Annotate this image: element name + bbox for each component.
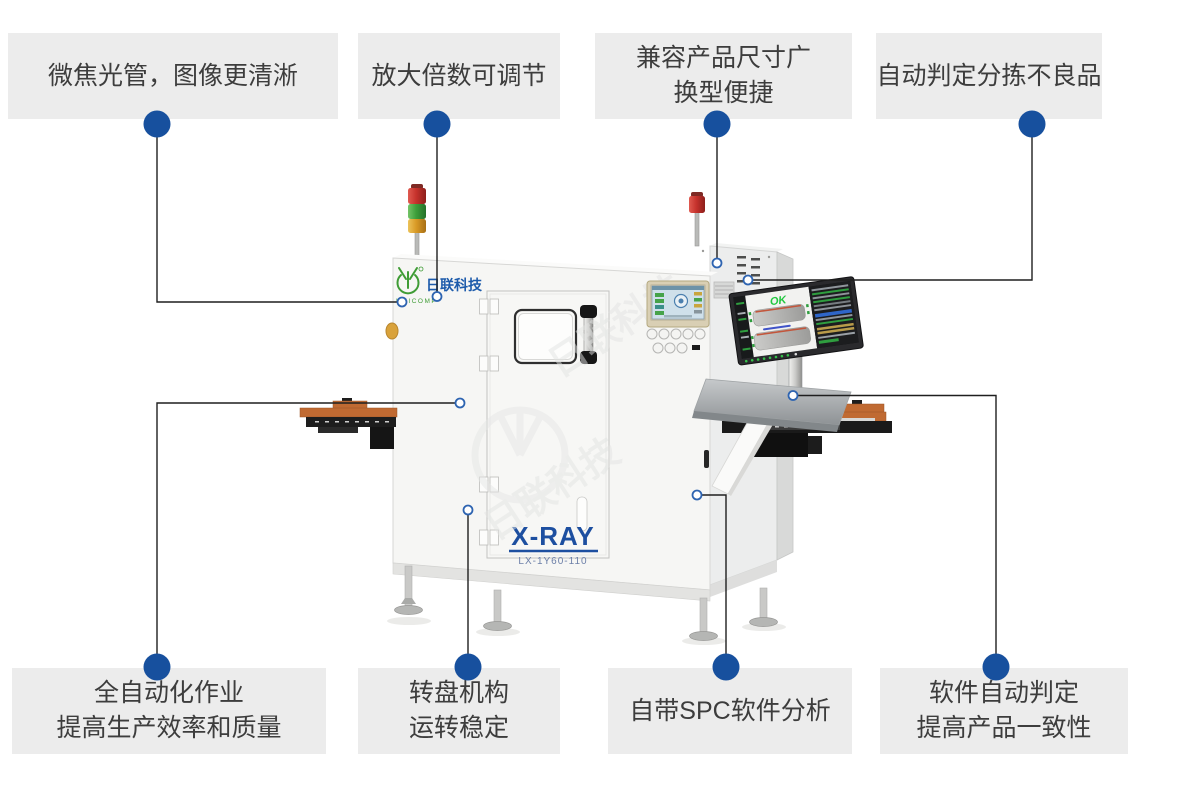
signal-light-red — [408, 188, 426, 204]
signal-light-green — [408, 204, 426, 219]
connector-dot-icon — [423, 110, 451, 138]
connector-ring-icon — [396, 296, 408, 308]
connector-line — [798, 394, 997, 667]
callout-top-1: 微焦光管，图像更清淅 — [8, 33, 338, 119]
screen-left-ticks — [736, 301, 751, 351]
signal-tower-left-icon — [408, 184, 426, 260]
unicomp-logo-icon — [396, 266, 424, 295]
callout-label: 运转稳定 — [408, 714, 509, 742]
connector-ring-icon — [711, 257, 723, 269]
xray-image-1 — [748, 303, 810, 327]
connector-dot-icon — [454, 653, 482, 681]
panel-toggle — [692, 345, 700, 350]
vent-grille-icon — [713, 281, 735, 299]
callout-bottom-2: 转盘机构 运转稳定 — [358, 668, 560, 754]
bezel-indicator-dots — [744, 352, 798, 363]
door-window — [513, 308, 578, 365]
vent-slots-icon — [737, 256, 760, 285]
connector-ring-icon — [431, 291, 443, 302]
connector-dot-icon — [143, 653, 171, 681]
brand-sub: UNICOMP — [396, 298, 437, 305]
connector-line — [156, 402, 455, 667]
brand-logo: 日联科技 UNICOMP — [396, 266, 483, 305]
connector-dot-icon — [1018, 110, 1046, 138]
product-label: X-RAY — [511, 521, 595, 551]
connector-ring-icon — [787, 390, 799, 401]
signal-tower-right-icon — [689, 192, 705, 247]
xray-image-2 — [750, 326, 812, 351]
connector-line — [753, 124, 1033, 281]
connector-rings — [396, 257, 799, 516]
keyboard-tray — [692, 378, 852, 432]
callout-label: 提高生产效率和质量 — [56, 714, 282, 742]
amber-knob-icon — [385, 322, 399, 340]
callout-top-2: 放大倍数可调节 — [358, 33, 560, 119]
callout-top-3: 兼容产品尺寸广 换型便捷 — [595, 33, 852, 119]
xray-label: X-RAY LX-1Y60-110 — [509, 521, 598, 567]
callout-label: 放大倍数可调节 — [371, 61, 547, 90]
conveyor-left — [299, 398, 398, 449]
connector-ring-icon — [691, 489, 703, 501]
callout-label: 微焦光管，图像更清淅 — [47, 61, 298, 90]
callout-bottom-4: 软件自动判定 提高产品一致性 — [880, 668, 1128, 754]
callout-bottom-3: 自带SPC软件分析 — [608, 668, 852, 754]
callout-label: 换型便捷 — [673, 79, 774, 107]
callout-top-4: 自动判定分拣不良品 — [876, 33, 1102, 119]
signal-light-red — [689, 196, 705, 213]
connector-line — [702, 494, 727, 667]
door-handle-icon — [580, 305, 597, 364]
connector-dot-icon — [712, 653, 740, 681]
signal-light-amber — [408, 219, 426, 233]
callout-label: 提高产品一致性 — [916, 714, 1092, 742]
callout-bottom-1: 全自动化作业 提高生产效率和质量 — [12, 668, 326, 754]
monitor-status-text: OK — [769, 294, 788, 308]
connector-line — [156, 124, 397, 303]
callout-label: 转盘机构 — [408, 679, 509, 707]
callout-label: 自动判定分拣不良品 — [876, 61, 1102, 90]
panel-buttons — [646, 328, 706, 354]
callout-label: 兼容产品尺寸广 — [635, 44, 811, 72]
monitor: OK — [728, 276, 864, 366]
control-panel — [646, 280, 710, 354]
connector-dot-icon — [703, 110, 731, 138]
machine-feet — [394, 565, 778, 641]
connectors — [156, 124, 1033, 667]
connector-dot-icon — [982, 653, 1010, 681]
connector-ring-icon — [462, 504, 474, 516]
door-latch-slot — [576, 496, 588, 532]
data-panel-rows — [811, 284, 856, 344]
touchscreen-ui — [655, 292, 702, 318]
connector-dots — [143, 110, 1046, 681]
callout-label: 全自动化作业 — [93, 679, 244, 707]
callout-label: 软件自动判定 — [928, 679, 1079, 707]
connector-ring-icon — [742, 274, 754, 286]
model-code: LX-1Y60-110 — [518, 556, 587, 567]
connector-ring-icon — [454, 397, 466, 409]
callout-label: 自带SPC软件分析 — [629, 696, 831, 725]
brand-name: 日联科技 — [426, 277, 483, 293]
connector-dot-icon — [143, 110, 171, 138]
